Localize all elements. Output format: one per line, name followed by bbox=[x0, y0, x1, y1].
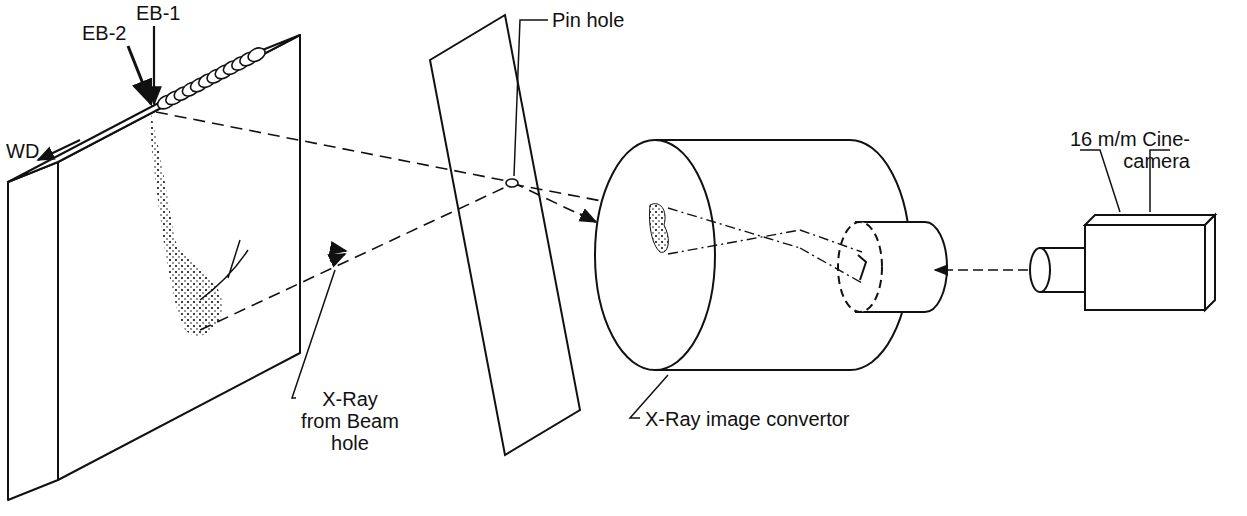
x-ray-image-converter bbox=[595, 140, 947, 370]
output-image bbox=[858, 255, 866, 280]
ray-arrow bbox=[330, 248, 346, 251]
bead-ripple bbox=[246, 45, 268, 64]
optical-paths bbox=[668, 208, 862, 283]
view-arrow bbox=[935, 269, 1028, 271]
beam-label: EB-2 bbox=[82, 22, 126, 44]
beam-label: EB-1 bbox=[136, 2, 180, 24]
part-label: 16 m/m Cine-camera bbox=[1040, 128, 1190, 172]
x-ray-paths bbox=[156, 112, 660, 330]
welding-direction-arrow bbox=[38, 140, 80, 160]
crack-lines bbox=[200, 240, 248, 300]
pinhole-plate bbox=[430, 15, 580, 455]
ray-arrow bbox=[580, 214, 596, 222]
ray-arrow bbox=[330, 254, 345, 261]
image-on-screen bbox=[649, 204, 668, 253]
pin-hole bbox=[506, 179, 518, 187]
leader-lines bbox=[292, 20, 1170, 418]
beam-hole-keyhole bbox=[150, 110, 222, 336]
part-label: X-Ray image convertor bbox=[645, 408, 850, 430]
weld-bead bbox=[155, 45, 267, 111]
workpiece-block bbox=[8, 35, 300, 500]
part-label: Pin hole bbox=[552, 9, 624, 31]
direction-label: WD bbox=[6, 140, 39, 162]
electron-beam-1 bbox=[153, 26, 155, 104]
cine-camera bbox=[1030, 215, 1215, 310]
part-label: X-Ray from Beam hole bbox=[300, 388, 400, 454]
electron-beam-2 bbox=[128, 46, 151, 104]
